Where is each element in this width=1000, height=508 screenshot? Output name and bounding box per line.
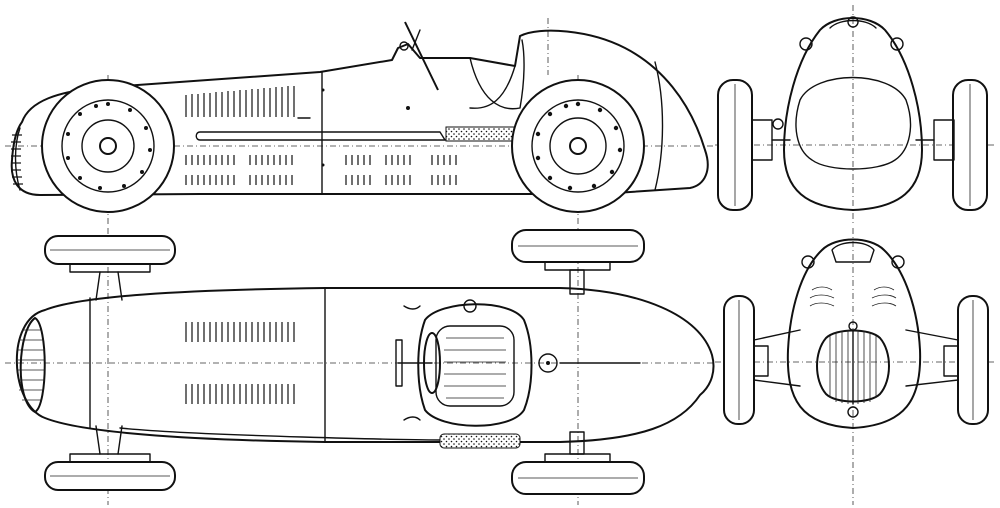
side-steering-wheel [404,21,439,91]
rear-view [715,5,995,225]
side-cockpit [469,39,525,110]
side-louvers-upper [185,86,295,117]
side-louvers-lower [185,155,457,185]
top-exhaust-heat-shield [439,433,521,449]
front-view [715,228,995,505]
top-view [5,228,715,505]
front-view-body [786,238,922,429]
top-nose-grille [19,317,46,413]
side-front-wheel [41,79,175,213]
front-view-grille [816,329,890,403]
side-exhaust-pipe [195,131,446,141]
side-rear-wheel [511,79,645,213]
side-exhaust-heat-shield [445,126,515,142]
side-view [5,18,715,225]
top-louvers-lower [185,384,295,404]
rear-view-body [783,17,923,211]
top-cockpit-opening [417,303,533,427]
side-body-outline [10,29,709,196]
top-body-outline [15,287,715,443]
top-filler-cap [538,353,558,373]
side-nose-grille [14,127,21,191]
top-seat [435,325,515,407]
top-louvers-upper [185,322,295,342]
